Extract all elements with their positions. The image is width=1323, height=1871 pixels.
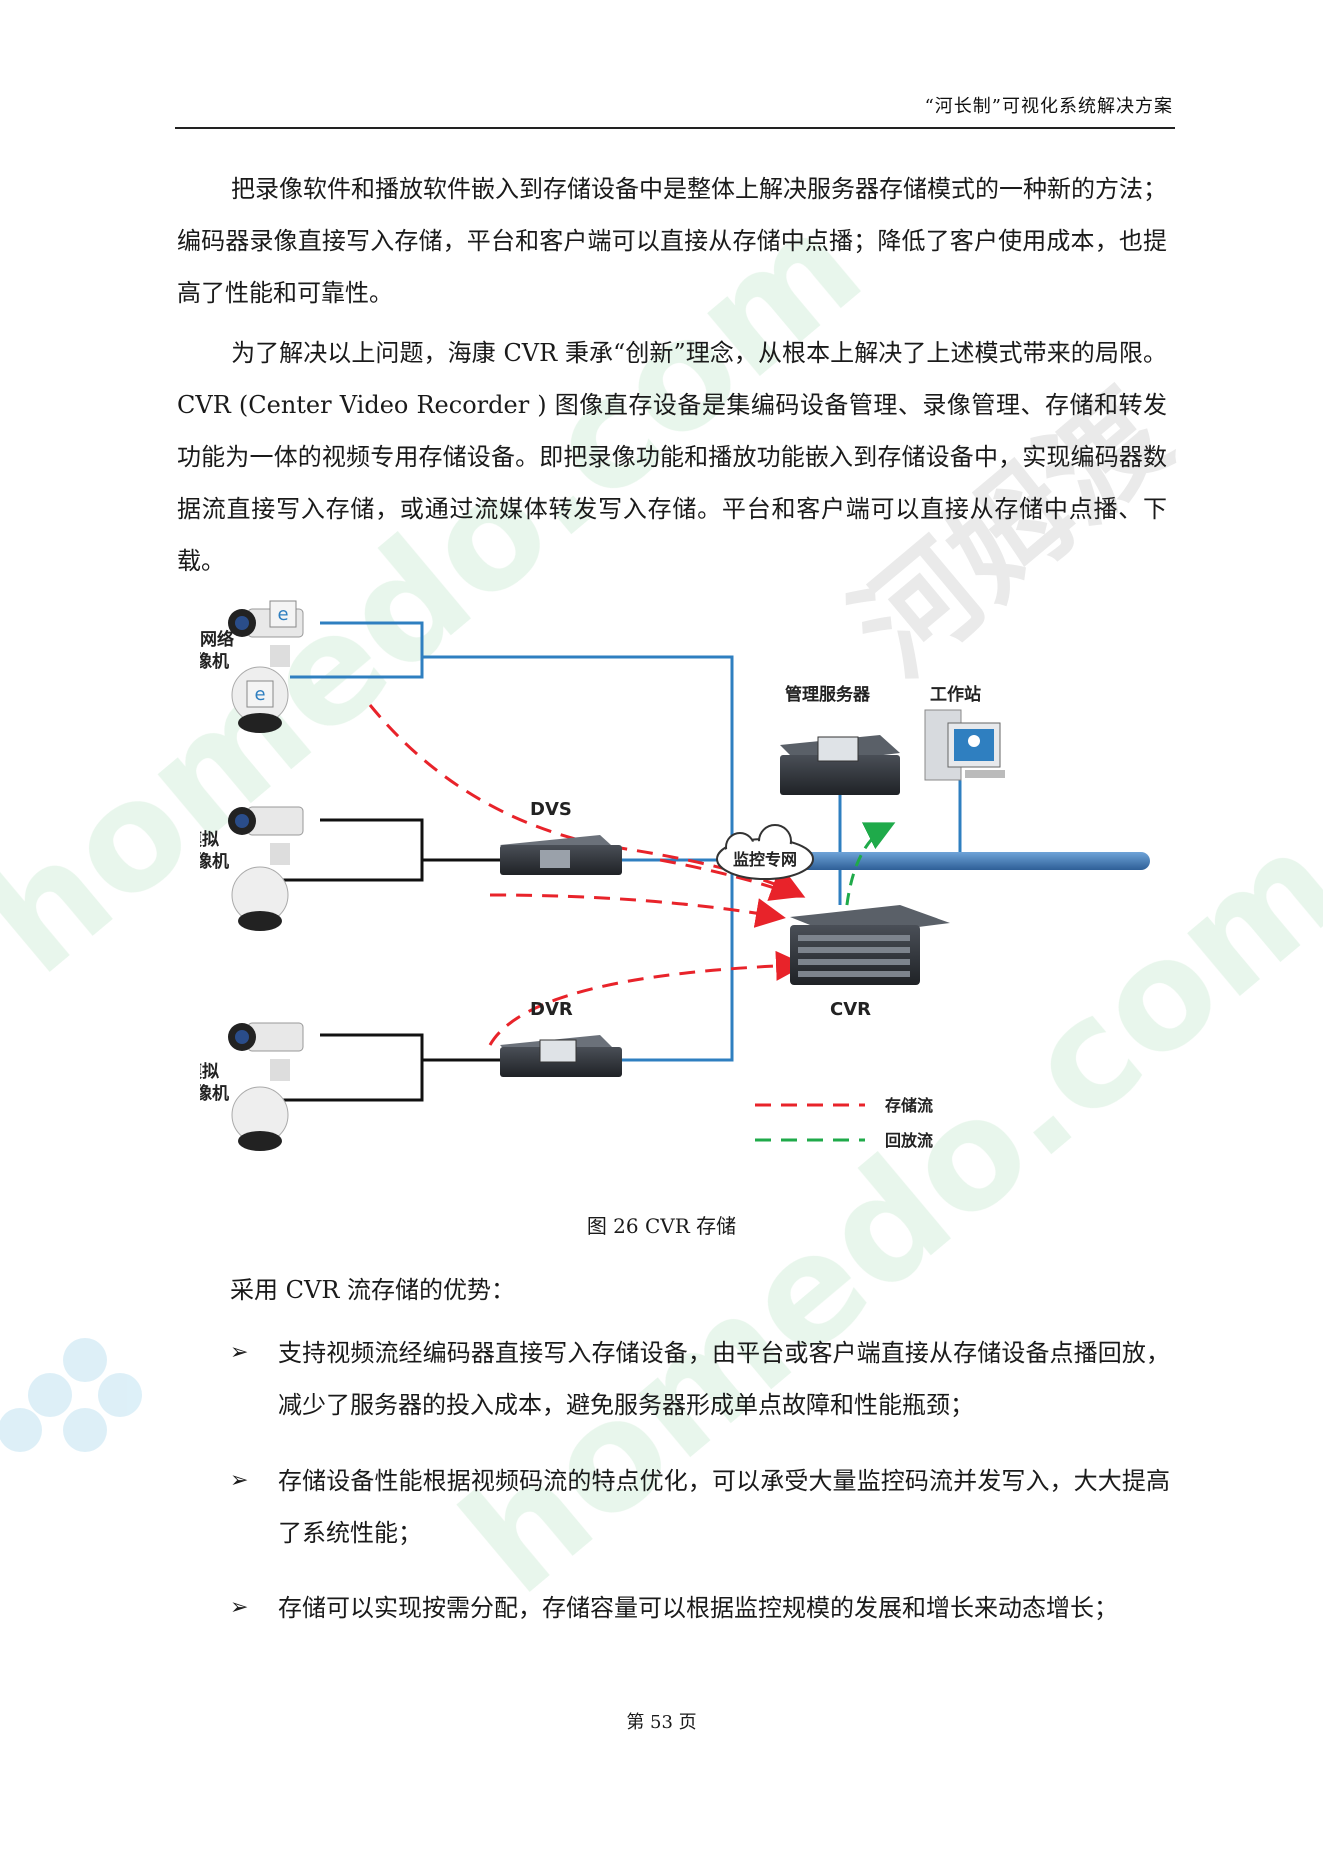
bullet-arrow-icon: ➢ xyxy=(230,1595,249,1620)
svg-text:e: e xyxy=(277,604,288,625)
network-label: 监控专网 xyxy=(733,850,797,869)
management-server-label: 管理服务器 xyxy=(785,684,871,705)
network-cloud-icon xyxy=(716,824,814,880)
playback-flow xyxy=(843,822,896,926)
analog-camera-2-label-1: 模拟 xyxy=(200,1061,219,1082)
watermark-flower-icon xyxy=(0,1338,142,1452)
analog-dome-camera-icon-2 xyxy=(231,1059,290,1151)
analog-camera-1-label-2: 摄像机 xyxy=(200,851,229,872)
camera-wiring xyxy=(280,818,500,1102)
dvs-device-icon xyxy=(500,835,622,875)
network-camera-group: e e 网络 摄像机 xyxy=(200,600,304,733)
analog-camera-1-label-1: 模拟 xyxy=(200,829,219,850)
paragraph-1-text: 把录像软件和播放软件嵌入到存储设备中是整体上解决服务器存储模式的一种新的方法；编… xyxy=(177,175,1167,307)
cvr-label: CVR xyxy=(830,999,871,1020)
analog-camera-2-label-2: 摄像机 xyxy=(200,1083,229,1104)
cvr-device-icon xyxy=(790,905,950,985)
network-bus xyxy=(720,852,1150,870)
page-number: 第 53 页 xyxy=(626,1712,697,1733)
bullet-arrow-icon: ➢ xyxy=(230,1468,249,1493)
network-box-camera-icon: e xyxy=(228,600,304,638)
legend-playback-label: 回放流 xyxy=(885,1131,933,1150)
management-server-icon xyxy=(780,735,900,795)
bullet-arrow-icon: ➢ xyxy=(230,1340,249,1365)
analog-box-camera-icon-1 xyxy=(228,806,304,836)
advantage-item-2: ➢ 存储设备性能根据视频码流的特点优化，可以承受大量监控码流并发写入，大大提高了… xyxy=(230,1455,1170,1559)
header-title: “河长制”可视化系统解决方案 xyxy=(924,96,1173,117)
storage-flow-dvs xyxy=(489,893,786,928)
analog-camera-group-1: 模拟 摄像机 xyxy=(200,806,304,931)
analog-dome-camera-icon-1 xyxy=(231,843,290,931)
legend-storage-label: 存储流 xyxy=(885,1096,933,1115)
workstation-label: 工作站 xyxy=(930,684,981,705)
advantage-item-1: ➢ 支持视频流经编码器直接写入存储设备，由平台或客户端直接从存储设备点播回放，减… xyxy=(230,1327,1170,1431)
storage-flow-dvr xyxy=(488,950,806,1046)
advantage-item-2-text: 存储设备性能根据视频码流的特点优化，可以承受大量监控码流并发写入，大大提高了系统… xyxy=(278,1467,1170,1547)
legend: 存储流 回放流 xyxy=(755,1096,933,1150)
network-camera-label-2: 摄像机 xyxy=(200,651,229,672)
svg-text:e: e xyxy=(254,684,265,705)
advantage-item-3: ➢ 存储可以实现按需分配，存储容量可以根据监控规模的发展和增长来动态增长； xyxy=(230,1582,1170,1634)
network-camera-label-1: 网络 xyxy=(200,629,234,650)
advantages-title: 采用 CVR 流存储的优势： xyxy=(230,1276,516,1304)
paragraph-2: 为了解决以上问题，海康 CVR 秉承“创新”理念，从根本上解决了上述模式带来的局… xyxy=(177,327,1167,587)
dvs-label: DVS xyxy=(530,799,572,820)
figure-caption: 图 26 CVR 存储 xyxy=(586,1214,737,1238)
advantage-item-1-text: 支持视频流经编码器直接写入存储设备，由平台或客户端直接从存储设备点播回放，减少了… xyxy=(278,1339,1170,1419)
workstation-icon xyxy=(924,709,1005,781)
dvr-label: DVR xyxy=(530,999,573,1020)
paragraph-1: 把录像软件和播放软件嵌入到存储设备中是整体上解决服务器存储模式的一种新的方法；编… xyxy=(177,163,1167,319)
analog-camera-group-2: 模拟 摄像机 xyxy=(200,1022,304,1151)
header-divider xyxy=(175,127,1175,129)
cvr-storage-diagram: e e 网络 摄像机 模拟 摄像机 xyxy=(200,600,1150,1151)
paragraph-2-text: 为了解决以上问题，海康 CVR 秉承“创新”理念，从根本上解决了上述模式带来的局… xyxy=(177,339,1167,575)
advantage-item-3-text: 存储可以实现按需分配，存储容量可以根据监控规模的发展和增长来动态增长； xyxy=(278,1594,1118,1622)
dvr-device-icon xyxy=(500,1035,622,1077)
analog-box-camera-icon-2 xyxy=(228,1022,304,1052)
network-dome-camera-icon: e xyxy=(231,645,290,733)
